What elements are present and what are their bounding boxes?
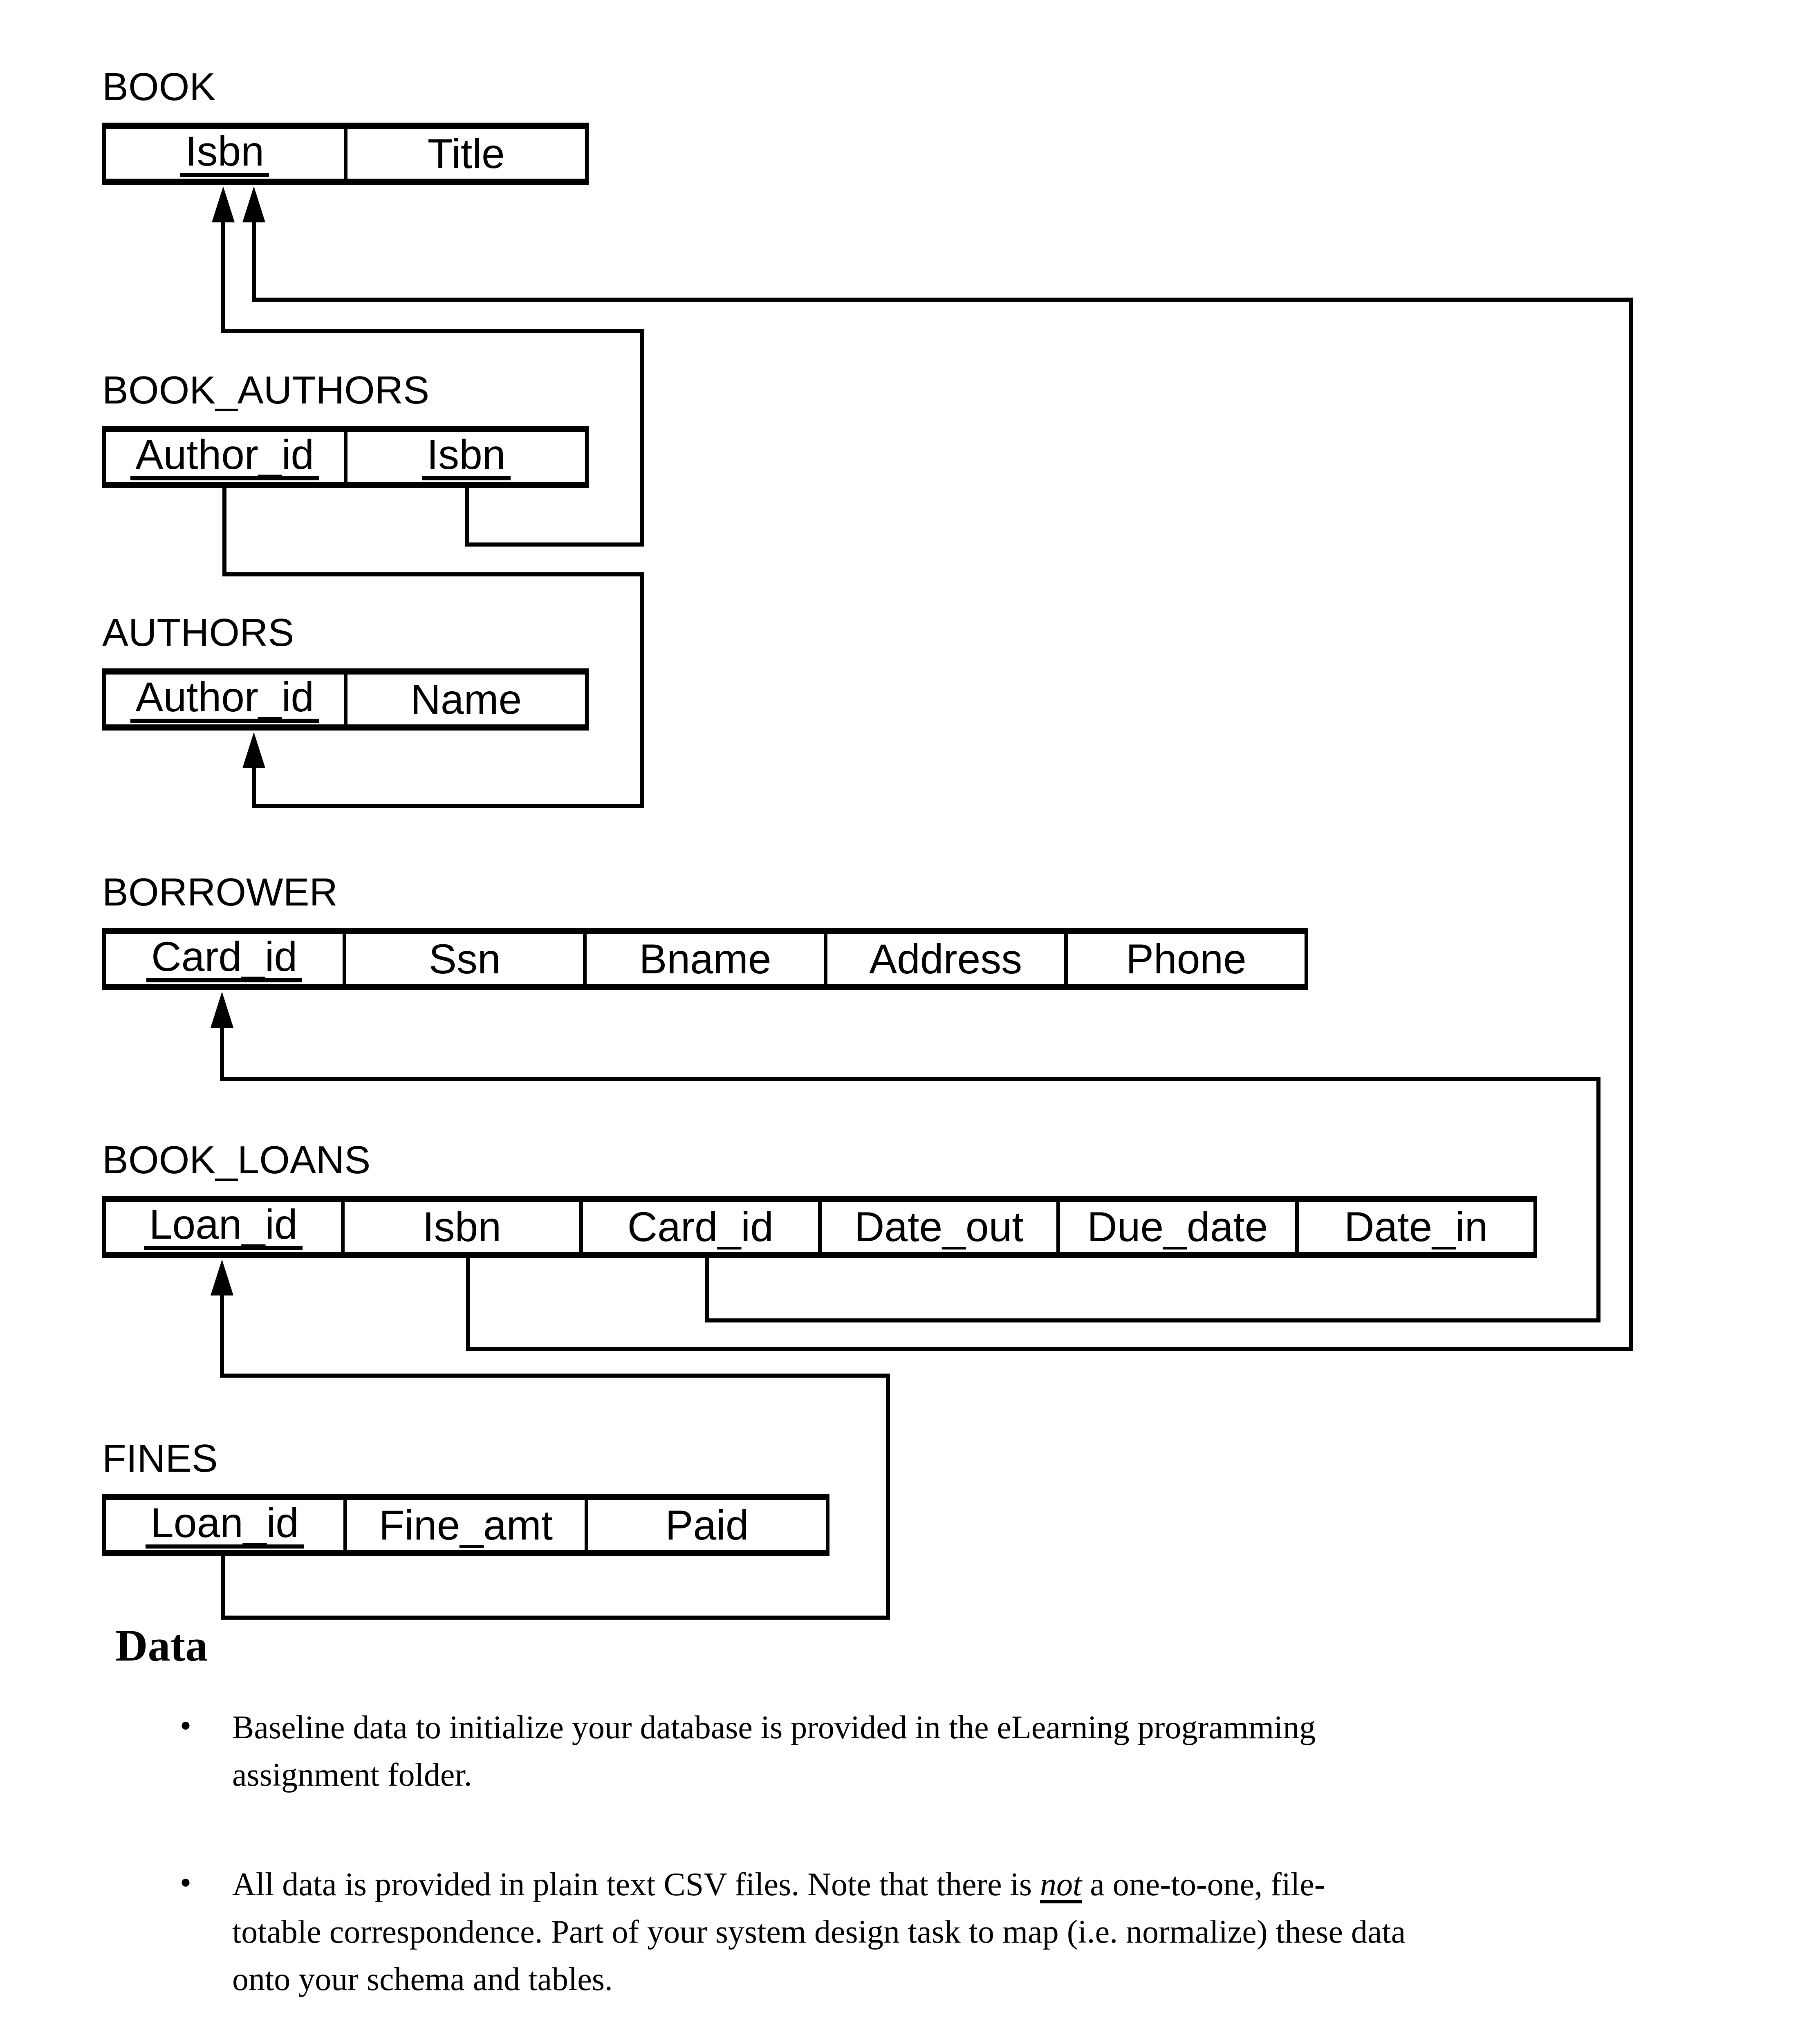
column-fines-fineamt: Fine_amt — [343, 1500, 585, 1550]
bullet-1-line-1: Baseline data to initialize your databas… — [232, 1710, 1316, 1746]
table-book-authors: Author_id Isbn — [102, 426, 589, 488]
table-title-authors: AUTHORS — [102, 611, 294, 654]
column-authors-authorid: Author_id — [106, 675, 344, 724]
bullet-2-line-1: All data is provided in plain text CSV f… — [232, 1861, 1704, 1908]
table-title-book: BOOK — [102, 65, 216, 109]
bullet-dot: • — [180, 1865, 192, 1901]
table-book: Isbn Title — [102, 123, 589, 185]
column-bookloans-cardid: Card_id — [579, 1202, 818, 1252]
arrowhead-bookloans-isbn-to-book — [242, 186, 265, 222]
column-bookauthors-isbn: Isbn — [343, 432, 585, 482]
bullet-2-line-3: onto your schema and tables. — [232, 1961, 613, 1997]
column-authors-name: Name — [343, 675, 585, 724]
section-heading: Data — [115, 1620, 208, 1670]
bullet-dot: • — [180, 1708, 192, 1744]
column-book-title: Title — [343, 129, 585, 179]
bullet-item-1: • Baseline data to initialize your datab… — [180, 1704, 1704, 1799]
bullet-2-emphasis-not: not — [1040, 1867, 1082, 1903]
column-borrower-cardid: Card_id — [106, 934, 343, 984]
table-borrower: Card_id Ssn Bname Address Phone — [102, 928, 1308, 990]
bullet-item-2: • All data is provided in plain text CSV… — [180, 1861, 1704, 2003]
table-title-book-loans: BOOK_LOANS — [102, 1138, 371, 1182]
fk-line-fines-loanid-to-bookloans — [220, 1294, 890, 1620]
column-borrower-ssn: Ssn — [343, 934, 583, 984]
column-bookloans-isbn: Isbn — [341, 1202, 580, 1252]
bullet-2-line-1-pre: All data is provided in plain text CSV f… — [232, 1867, 1040, 1903]
column-book-isbn: Isbn — [106, 129, 344, 179]
arrowhead-fines-loanid-to-bookloans — [211, 1260, 233, 1295]
bullet-1-line-2: assignment folder. — [232, 1757, 472, 1793]
arrowhead-bookauthors-isbn-to-book — [212, 186, 235, 222]
arrowhead-bookauthors-authorid-to-authors — [242, 732, 265, 768]
column-bookloans-loanid: Loan_id — [106, 1202, 341, 1252]
column-bookloans-datein: Date_in — [1295, 1202, 1534, 1252]
column-borrower-phone: Phone — [1064, 934, 1305, 984]
fk-line-bookauthors-isbn-to-book — [221, 221, 644, 547]
fk-line-bookloans-cardid-to-borrower — [220, 1026, 1600, 1322]
bullet-2-line-1-post: a one-to-one, file- — [1082, 1867, 1325, 1903]
table-title-book-authors: BOOK_AUTHORS — [102, 368, 430, 412]
column-borrower-bname: Bname — [583, 934, 823, 984]
column-bookauthors-authorid: Author_id — [106, 432, 344, 482]
table-title-borrower: BORROWER — [102, 870, 338, 914]
table-title-fines: FINES — [102, 1437, 218, 1480]
fk-line-bookloans-isbn-to-book — [252, 221, 1633, 1351]
column-fines-paid: Paid — [585, 1500, 826, 1550]
table-fines: Loan_id Fine_amt Paid — [102, 1494, 829, 1556]
column-bookloans-duedate: Due_date — [1056, 1202, 1295, 1252]
bullet-2-line-2: totable correspondence. Part of your sys… — [232, 1914, 1406, 1950]
table-authors: Author_id Name — [102, 668, 589, 731]
column-fines-loanid: Loan_id — [106, 1500, 343, 1550]
arrowhead-bookloans-cardid-to-borrower — [211, 992, 233, 1028]
column-borrower-address: Address — [823, 934, 1064, 984]
column-bookloans-dateout: Date_out — [818, 1202, 1057, 1252]
fk-line-bookauthors-authorid-to-authors — [222, 488, 644, 808]
table-book-loans: Loan_id Isbn Card_id Date_out Due_date D… — [102, 1196, 1537, 1258]
